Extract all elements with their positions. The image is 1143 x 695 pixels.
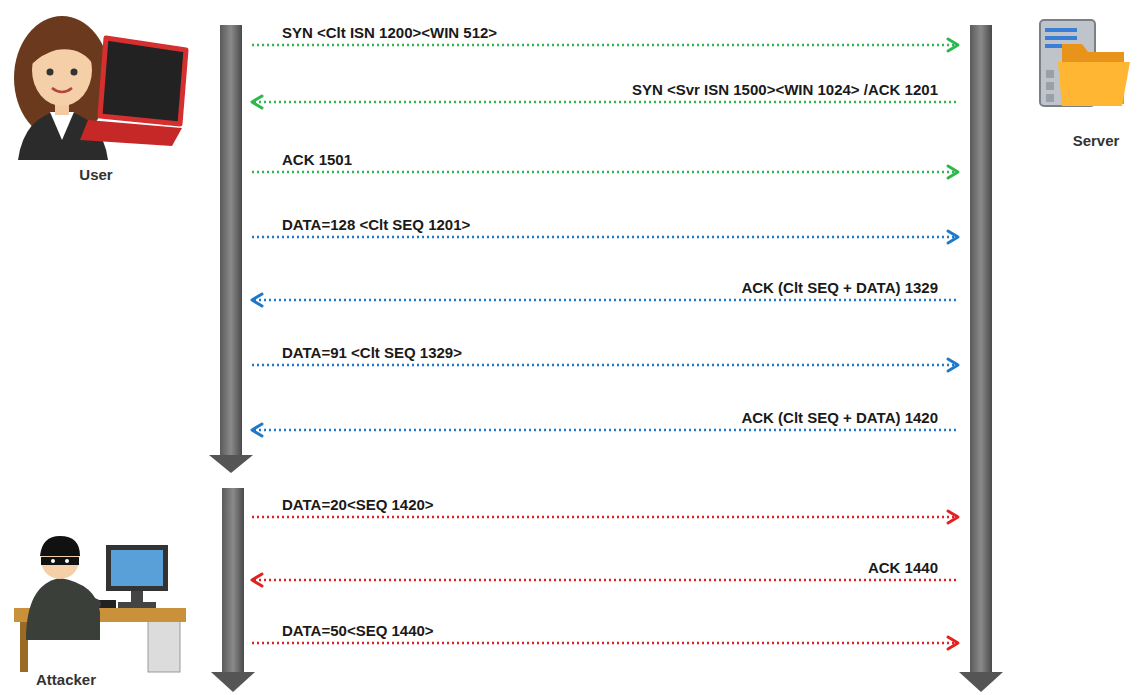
message-line — [254, 299, 958, 302]
panel-key — [1046, 70, 1054, 78]
label-slot: ACK (Clt SEQ + DATA) 1329 — [741, 279, 938, 297]
message-label: ACK 1501 — [282, 151, 352, 169]
attacker-icon — [14, 536, 186, 672]
message-line — [254, 101, 958, 104]
arrow-head — [948, 359, 958, 371]
folder-front — [1058, 62, 1130, 106]
arrow-head — [948, 231, 958, 243]
timeline-head — [211, 672, 255, 692]
actor-name: Server — [1073, 132, 1120, 150]
timeline-head — [209, 455, 253, 473]
arrow-head — [948, 637, 958, 649]
actor-name: User — [79, 166, 112, 184]
message-label: ACK (Clt SEQ + DATA) 1329 — [741, 279, 938, 297]
timeline-bar — [222, 488, 244, 674]
message-line — [254, 429, 958, 432]
label-slot: User — [79, 166, 112, 184]
cpu-tower — [148, 620, 180, 672]
drive-slot — [1045, 36, 1077, 40]
message-label: DATA=20<SEQ 1420> — [282, 496, 434, 514]
message-label: SYN <Svr ISN 1500><WIN 1024> /ACK 1201 — [632, 81, 938, 99]
arrow-head — [252, 574, 262, 586]
eye — [71, 69, 78, 76]
arrow-head — [252, 294, 262, 306]
message-label: DATA=128 <Clt SEQ 1201> — [282, 216, 470, 234]
label-slot: SYN <Clt ISN 1200><WIN 512> — [282, 24, 497, 42]
mouth — [52, 88, 72, 92]
label-slot: SYN <Svr ISN 1500><WIN 1024> /ACK 1201 — [632, 81, 938, 99]
timeline-bar — [970, 25, 992, 674]
mask — [41, 557, 79, 565]
actor-name: Attacker — [36, 671, 96, 689]
label-slot: ACK 1440 — [868, 559, 938, 577]
label-slot: ACK 1501 — [282, 151, 352, 169]
server-timeline — [959, 25, 1003, 692]
collar — [50, 112, 74, 140]
message-line — [252, 44, 956, 47]
message-line — [252, 171, 956, 174]
message-line — [252, 516, 956, 519]
user-icon — [14, 16, 186, 160]
message-line — [252, 642, 956, 645]
message-line — [252, 236, 956, 239]
label-slot: DATA=50<SEQ 1440> — [282, 622, 434, 640]
message-line — [254, 579, 958, 582]
message-line — [252, 364, 956, 367]
arrow-head — [252, 424, 262, 436]
message-lines — [252, 45, 958, 643]
arrow-head — [252, 96, 262, 108]
message-label: DATA=50<SEQ 1440> — [282, 622, 434, 640]
message-label: SYN <Clt ISN 1200><WIN 512> — [282, 24, 497, 42]
arrow-head — [948, 511, 958, 523]
drive-slot — [1045, 28, 1077, 32]
eye — [47, 69, 54, 76]
label-slot: DATA=20<SEQ 1420> — [282, 496, 434, 514]
timeline-head — [959, 672, 1003, 692]
laptop-screen — [100, 38, 186, 124]
panel-key — [1046, 94, 1054, 102]
server-icon — [1040, 20, 1130, 106]
message-heads — [252, 39, 958, 649]
arrow-head — [948, 39, 958, 51]
eye — [65, 559, 69, 563]
fringe — [32, 30, 94, 66]
monitor-base — [118, 602, 156, 608]
attacker-arm — [80, 598, 96, 604]
message-label: ACK 1440 — [868, 559, 938, 577]
monitor — [106, 545, 168, 591]
label-slot: ACK (Clt SEQ + DATA) 1420 — [741, 409, 938, 427]
panel-key — [1046, 82, 1054, 90]
eye — [51, 559, 55, 563]
user-timeline — [209, 25, 253, 473]
attacker-timeline — [211, 488, 255, 692]
label-slot: Server — [1073, 132, 1120, 150]
timeline-bar — [220, 25, 242, 457]
arrow-head — [948, 166, 958, 178]
laptop-base — [80, 120, 182, 146]
label-slot: DATA=91 <Clt SEQ 1329> — [282, 344, 462, 362]
beanie — [40, 536, 80, 556]
monitor-screen — [111, 550, 163, 586]
label-slot: DATA=128 <Clt SEQ 1201> — [282, 216, 470, 234]
message-label: DATA=91 <Clt SEQ 1329> — [282, 344, 462, 362]
message-label: ACK (Clt SEQ + DATA) 1420 — [741, 409, 938, 427]
label-slot: Attacker — [36, 671, 96, 689]
monitor-stand — [131, 591, 143, 603]
attacker-body — [26, 578, 100, 640]
